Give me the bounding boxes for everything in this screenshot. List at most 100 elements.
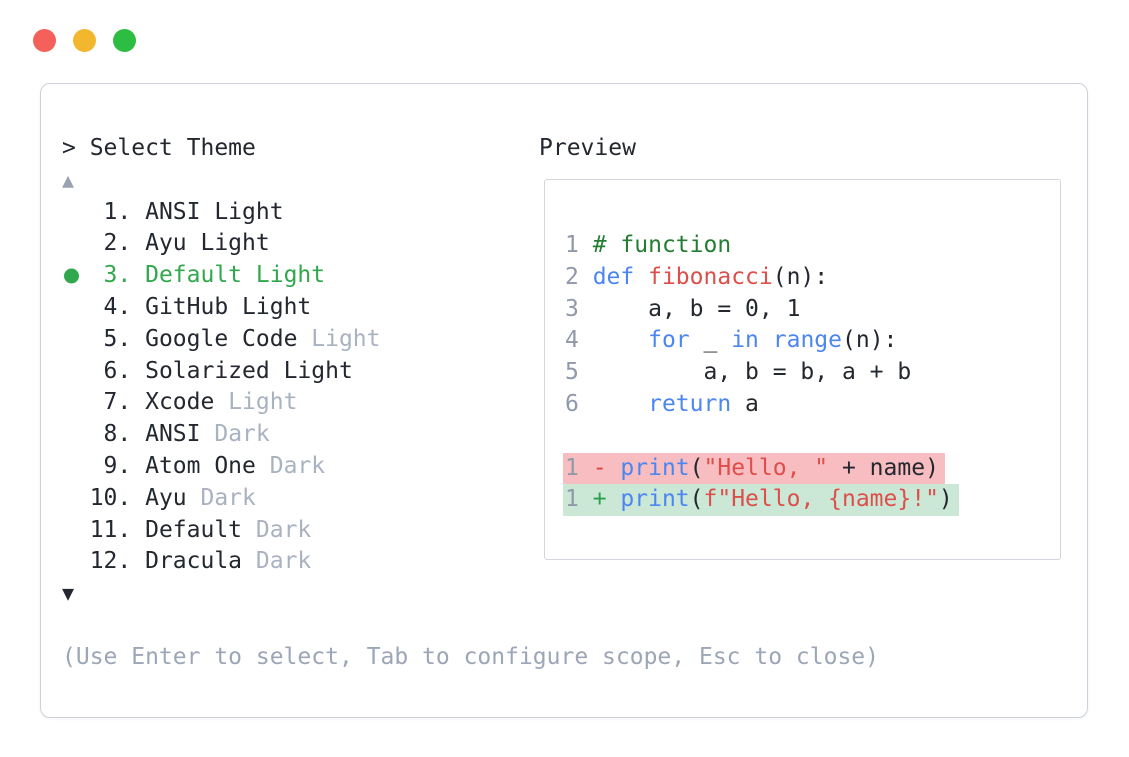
line-number: 5 [565,359,593,386]
selected-theme-bullet-icon [64,268,79,284]
code-token: + name) [828,454,939,481]
scroll-down-row: ▼ [62,578,381,610]
code-line: 6 return a [565,389,959,421]
minimize-window-button[interactable] [73,29,96,52]
code-token: # function [592,232,732,258]
theme-list-item[interactable]: 11. Default Dark [62,515,381,547]
theme-list-item[interactable]: 10. Ayu Dark [62,483,381,515]
theme-label-token: Solarized Light [145,357,353,384]
line-number: 3 [565,295,593,322]
theme-label-token: Dark [255,548,312,575]
code-token [634,264,648,290]
select-theme-prompt: > Select Theme [62,135,256,161]
code-token [593,391,648,417]
theme-list: 1. ANSI Light 2. Ayu Light 3. Default Li… [62,197,381,579]
theme-label-token: Atom One [145,452,270,479]
theme-list-item-selected[interactable]: 3. Default Light [62,260,381,292]
theme-label-token: Ayu Light [145,230,270,257]
theme-label-token: 7. [62,389,146,416]
close-window-button[interactable] [33,29,56,52]
theme-list-item[interactable]: 12. Dracula Dark [62,546,381,578]
code-token: fibonacci [648,263,773,290]
theme-label-token: 5. [62,325,146,352]
line-number: 1 [565,232,593,258]
theme-label-token: Default [145,516,256,543]
theme-label-token: ANSI Light [145,198,284,225]
code-token [593,327,648,353]
code-token: in [731,327,759,354]
theme-label-token: Light [311,325,381,352]
code-token: ( [689,486,704,513]
theme-label-token: Ayu [145,484,201,511]
diff-removed-line: 1 - print("Hello, " + name) [563,452,959,485]
line-number: 4 [565,327,593,354]
theme-label-token: Dark [255,516,312,543]
code-token: range [772,327,842,354]
code-token: f"Hello, {name}!" [703,486,939,513]
diff-added-line: 1 + print(f"Hello, {name}!") [563,484,959,517]
code-token: return [648,390,732,417]
theme-label-token: Light [228,389,298,416]
code-token: a [731,390,759,417]
scroll-up-row: ▲ [62,165,381,197]
line-number: 1 [565,486,593,513]
code-token: def [592,263,635,290]
theme-list-item[interactable]: 4. GitHub Light [62,292,381,324]
scroll-up-icon[interactable]: ▲ [62,167,75,192]
code-line: 2 def fibonacci(n): [565,262,959,294]
line-number: 1 [565,454,593,481]
line-number: 2 [565,263,593,290]
code-line: 5 a, b = b, a + b [565,357,959,389]
code-token: print [620,454,690,481]
keyboard-hint-text: (Use Enter to select, Tab to configure s… [62,644,879,670]
code-token: (n): [772,263,829,290]
code-token: a, b = 0, 1 [592,295,801,322]
theme-list-item[interactable]: 6. Solarized Light [62,356,381,388]
line-number: 6 [565,390,593,417]
code-token: for [648,327,690,354]
scroll-down-icon[interactable]: ▼ [62,581,75,606]
code-token: ) [938,486,953,513]
code-line: 4 for _ in range(n): [565,325,959,357]
theme-list-column: > Select Theme ▲ 1. ANSI Light 2. Ayu Li… [62,133,381,610]
theme-label-token: 12. [62,548,146,575]
theme-list-item[interactable]: 9. Atom One Dark [62,451,381,483]
theme-label-token: ANSI [145,421,215,448]
theme-list-item[interactable]: 1. ANSI Light [62,197,381,229]
theme-label-token: Dracula [145,548,256,575]
diff-added-highlight: 1 + print(f"Hello, {name}!") [563,484,959,517]
theme-label-token: 10. [62,484,146,511]
theme-label-token: 8. [62,421,146,448]
theme-label-token: GitHub Light [145,293,312,320]
code-token: (n): [842,327,898,354]
code-token: print [620,486,690,513]
theme-list-item[interactable]: 7. Xcode Light [62,387,381,419]
diff-removed-highlight: 1 - print("Hello, " + name) [563,452,945,485]
theme-label-token: Dark [214,421,270,448]
theme-label-token: Xcode [145,389,229,416]
theme-label-token: Google Code [145,325,312,352]
blank-line [565,421,959,453]
theme-label-token: Dark [200,484,256,511]
diff-sign: + [592,486,621,513]
code-token: a, b = b, a + b [592,359,912,386]
theme-list-item[interactable]: 2. Ayu Light [62,228,381,260]
maximize-window-button[interactable] [113,29,136,52]
theme-list-item[interactable]: 5. Google Code Light [62,324,381,356]
preview-title: Preview [539,135,636,161]
code-line: 3 a, b = 0, 1 [565,294,959,326]
theme-label-token: 3. [62,262,146,289]
code-line: 1 # function [565,230,959,262]
code-token: ( [689,454,704,481]
theme-label-token: Default Light [145,262,326,289]
theme-label-token: 6. [62,357,146,384]
code-token: "Hello, " [703,454,829,481]
theme-label-token: Dark [269,452,326,479]
theme-label-token: 11. [62,516,146,543]
theme-label-token: 4. [62,293,146,320]
theme-list-item[interactable]: 8. ANSI Dark [62,419,381,451]
theme-label-token: 2. [62,230,146,257]
